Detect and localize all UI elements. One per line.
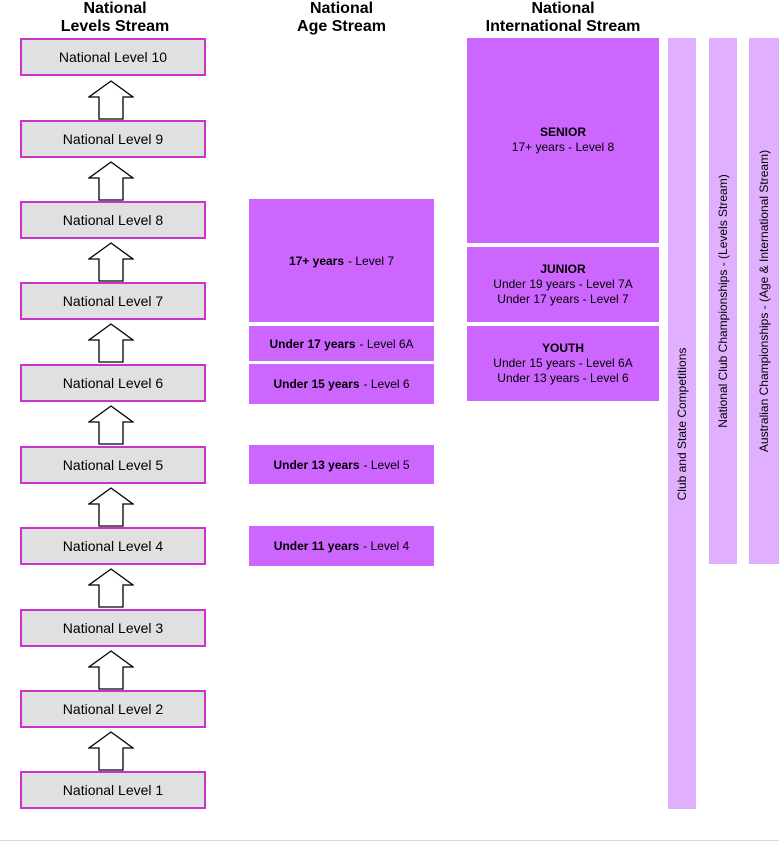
level-box-8: National Level 8 — [20, 201, 206, 239]
up-arrow-icon — [88, 80, 134, 120]
up-arrow-icon — [88, 650, 134, 690]
age-box-17-plus: 17+ years- Level 7 — [249, 199, 434, 322]
level-box-5: National Level 5 — [20, 446, 206, 484]
age-box-level: - Level 4 — [363, 539, 410, 553]
international-box-title: SENIOR — [539, 125, 586, 139]
age-box-label: 17+ years — [288, 253, 345, 268]
bottom-divider — [0, 840, 779, 841]
age-box-under-17: Under 17 years- Level 6A — [249, 326, 434, 361]
international-box-title: JUNIOR — [540, 262, 586, 276]
level-box-10: National Level 10 — [20, 38, 206, 76]
age-header-line1: National — [309, 0, 374, 17]
club-state-competitions-bar: Club and State Competitions — [668, 38, 696, 809]
level-box-1: National Level 1 — [20, 771, 206, 809]
up-arrow-icon — [88, 161, 134, 201]
international-header-line1: National — [531, 0, 595, 17]
international-header-line2: International Stream — [485, 18, 641, 35]
levels-stream-header: National Levels Stream — [20, 0, 210, 36]
level-box-7: National Level 7 — [20, 282, 206, 320]
age-box-under-15: Under 15 years- Level 6 — [249, 364, 434, 404]
club-state-competitions-label: Club and State Competitions — [675, 347, 689, 500]
age-box-level: - Level 7 — [348, 253, 395, 268]
up-arrow-icon — [88, 242, 134, 282]
level-box-4: National Level 4 — [20, 527, 206, 565]
international-box-youth: YOUTH Under 15 years - Level 6A Under 13… — [467, 326, 659, 401]
international-box-line: 17+ years - Level 8 — [511, 140, 615, 154]
levels-header-line1: National — [83, 0, 147, 17]
international-box-line: Under 13 years - Level 6 — [497, 371, 629, 385]
age-box-under-11: Under 11 years- Level 4 — [249, 526, 434, 566]
international-box-line: Under 15 years - Level 6A — [493, 356, 633, 370]
age-box-label: Under 11 years — [273, 539, 360, 553]
international-box-title: YOUTH — [542, 341, 584, 355]
age-stream-header: National Age Stream — [249, 0, 434, 36]
up-arrow-icon — [88, 323, 134, 363]
level-box-6: National Level 6 — [20, 364, 206, 402]
international-stream-header: National International Stream — [463, 0, 663, 36]
levels-header-line2: Levels Stream — [60, 18, 170, 35]
australian-championships-label: Australian Championships - (Age & Intern… — [757, 149, 771, 453]
up-arrow-icon — [88, 487, 134, 527]
up-arrow-icon — [88, 731, 134, 771]
age-box-label: Under 17 years — [269, 336, 356, 351]
international-box-line: Under 17 years - Level 7 — [497, 292, 629, 306]
national-club-championships-bar: National Club Championships - (Levels St… — [709, 38, 737, 564]
age-box-under-13: Under 13 years- Level 5 — [249, 445, 434, 484]
international-box-line: Under 19 years - Level 7A — [493, 277, 633, 291]
international-box-senior: SENIOR 17+ years - Level 8 — [467, 38, 659, 243]
up-arrow-icon — [88, 568, 134, 608]
international-box-junior: JUNIOR Under 19 years - Level 7A Under 1… — [467, 247, 659, 322]
age-box-label: Under 15 years — [273, 377, 360, 391]
age-box-level: - Level 6 — [363, 377, 410, 391]
level-box-3: National Level 3 — [20, 609, 206, 647]
national-club-championships-label: National Club Championships - (Levels St… — [716, 174, 730, 428]
age-box-label: Under 13 years — [273, 457, 360, 472]
age-header-line2: Age Stream — [297, 18, 386, 35]
level-box-2: National Level 2 — [20, 690, 206, 728]
level-box-9: National Level 9 — [20, 120, 206, 158]
age-box-level: - Level 5 — [363, 457, 410, 472]
up-arrow-icon — [88, 405, 134, 445]
age-box-level: - Level 6A — [359, 336, 414, 351]
australian-championships-bar: Australian Championships - (Age & Intern… — [749, 38, 779, 564]
